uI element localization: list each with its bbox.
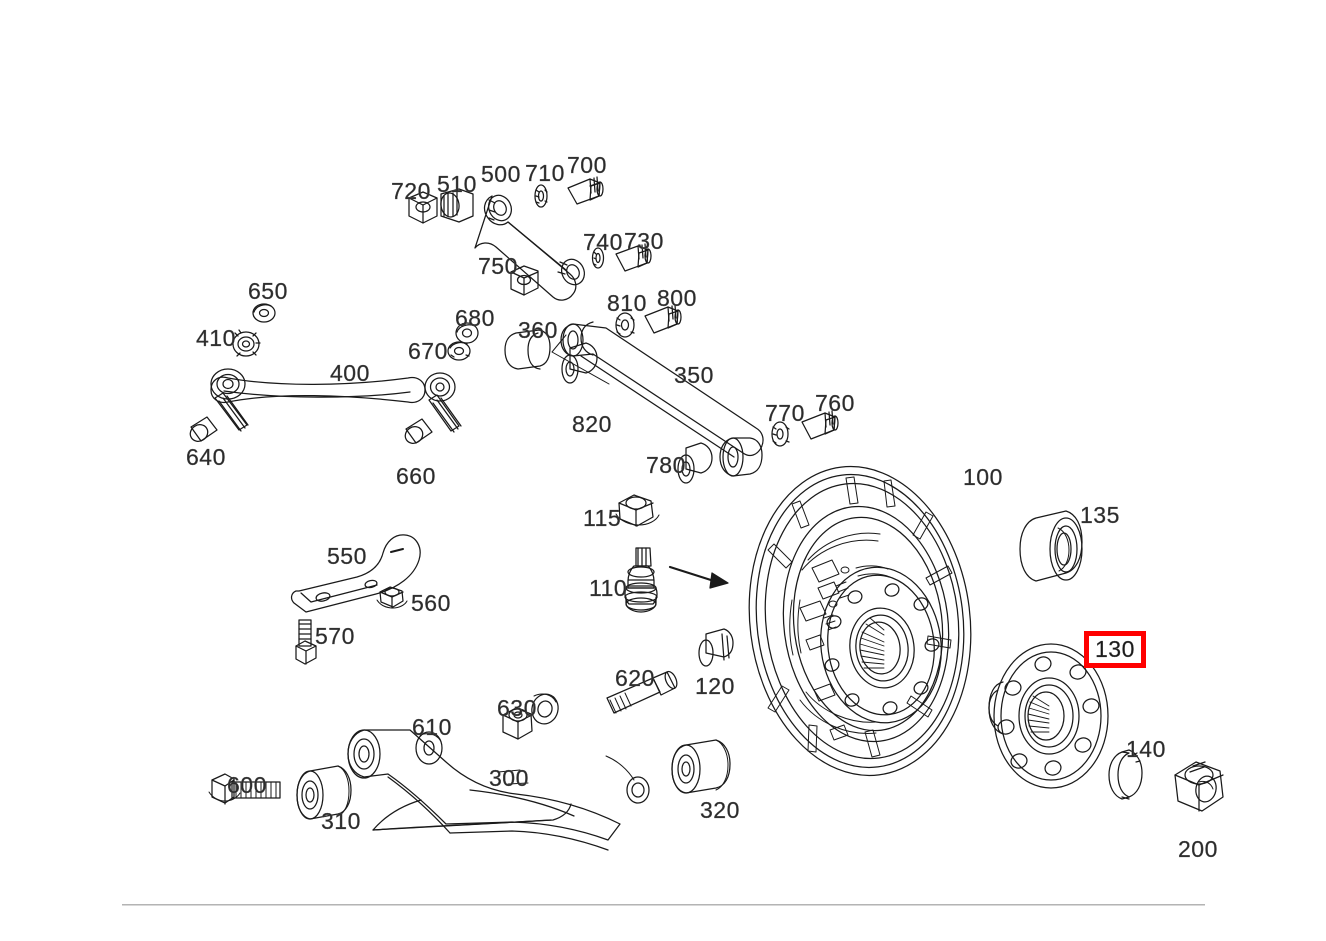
part-110-ball-joint (624, 547, 658, 613)
footer-divider-rule (122, 904, 1205, 906)
callout-720: 720 (391, 178, 431, 204)
callout-710: 710 (525, 160, 565, 186)
callout-320: 320 (700, 797, 740, 823)
part-720-collar-nut (408, 191, 438, 224)
callout-200: 200 (1178, 836, 1218, 862)
part-730-bolt (615, 243, 652, 272)
part-630-nut (502, 707, 533, 740)
part-610-washer (415, 731, 443, 765)
callout-115: 115 (583, 505, 622, 531)
callout-810: 810 (607, 290, 647, 316)
part-600-bolt (208, 773, 281, 805)
callout-750: 750 (478, 253, 518, 279)
callout-120: 120 (695, 673, 735, 699)
callout-300: 300 (489, 765, 529, 791)
part-570-bolt (295, 619, 317, 665)
callout-770: 770 (765, 400, 805, 426)
part-550-bracket (290, 534, 421, 613)
part-510-bushing (440, 188, 474, 223)
part-130-wheel-hub (988, 643, 1109, 789)
part-640-bolt (189, 392, 249, 442)
callout-135: 135 (1080, 502, 1120, 528)
part-300-lower-control-arm (347, 693, 650, 851)
part-120-bushing (698, 628, 734, 667)
callout-110: 110 (589, 575, 628, 601)
callout-570: 570 (315, 623, 355, 649)
part-200-axle-nut (1174, 761, 1224, 812)
callout-670: 670 (408, 338, 448, 364)
callout-700: 700 (567, 152, 607, 178)
callout-410: 410 (196, 325, 236, 351)
callout-510: 510 (437, 171, 477, 197)
callout-640: 640 (186, 444, 226, 470)
part-320-bushing (671, 739, 731, 794)
part-810-washer (615, 312, 635, 338)
callout-100: 100 (963, 464, 1003, 490)
part-650-washer (252, 303, 276, 323)
part-820-spacer (561, 342, 598, 384)
callout-620: 620 (615, 665, 655, 691)
part-360-bushing (504, 329, 551, 370)
callout-650: 650 (248, 278, 288, 304)
part-620-bolt (606, 670, 678, 714)
part-800-bolt (644, 304, 682, 334)
part-560-nut (376, 586, 408, 609)
callout-400: 400 (330, 360, 370, 386)
part-115-nut (615, 494, 660, 527)
callout-550: 550 (327, 543, 367, 569)
part-710-washer (534, 184, 548, 208)
part-410-bushing (232, 329, 261, 357)
callout-600: 600 (227, 772, 267, 798)
part-500-upper-control-arm (474, 194, 586, 301)
part-350-track-rod (560, 321, 764, 477)
callout-500: 500 (481, 161, 521, 187)
part-700-bolt (567, 176, 604, 205)
part-750-nut (510, 265, 539, 296)
callout-350: 350 (674, 362, 714, 388)
part-680-washer (455, 322, 479, 344)
part-780-spacer (677, 442, 713, 484)
part-100-wheel-carrier (748, 465, 972, 777)
assembly-arrow-110 (668, 565, 729, 589)
callout-740: 740 (583, 229, 623, 255)
part-660-bolt (404, 394, 462, 444)
part-140-circlip (1108, 749, 1143, 800)
leader-line-360 (551, 334, 610, 385)
part-770-washer (771, 421, 790, 447)
callout-130-highlighted: 130 (1084, 631, 1146, 669)
callout-730: 730 (624, 228, 664, 254)
part-310-bushing (296, 765, 352, 820)
callout-360: 360 (518, 317, 558, 343)
callout-760: 760 (815, 390, 855, 416)
callout-820: 820 (572, 411, 612, 437)
callout-610: 610 (412, 714, 452, 740)
callout-310: 310 (321, 808, 361, 834)
callout-560: 560 (411, 590, 451, 616)
part-760-bolt (801, 410, 839, 440)
part-135-wheel-bearing (1019, 510, 1083, 582)
callout-780: 780 (646, 452, 686, 478)
callout-680: 680 (455, 305, 495, 331)
callout-630: 630 (497, 695, 537, 721)
callout-140: 140 (1126, 736, 1166, 762)
callout-800: 800 (657, 285, 697, 311)
part-740-washer (591, 247, 605, 269)
part-670-washer (447, 341, 471, 361)
callout-660: 660 (396, 463, 436, 489)
